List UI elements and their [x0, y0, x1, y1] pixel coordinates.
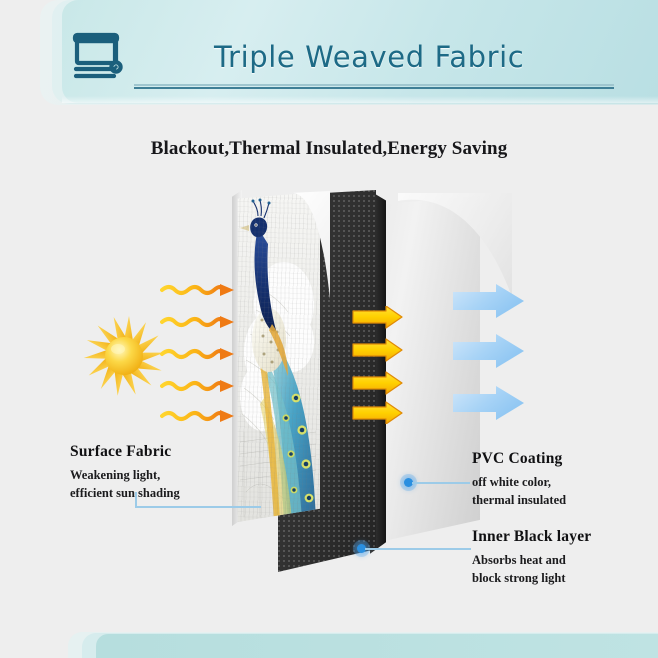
connector-surface-fabric-horizontal: [135, 506, 261, 508]
title-underline: [134, 84, 614, 90]
page-footer: [0, 630, 658, 658]
callout-pvc-coating-line-2: thermal insulated: [472, 493, 567, 508]
callout-inner-black-layer-line-2: block strong light: [472, 571, 566, 586]
marker-dot-inner-black: [357, 544, 366, 553]
layer-surface-fabric: [237, 192, 320, 522]
page-subtitle: Blackout,Thermal Insulated,Energy Saving: [150, 138, 508, 159]
peacock-print-illustration: [239, 198, 317, 522]
callout-surface-fabric-line-1: Weakening light,: [70, 468, 161, 482]
marker-dot-pvc: [404, 478, 413, 487]
callout-surface-fabric: Surface Fabric Weakening light, efficien…: [70, 443, 260, 502]
blocked-heat-arrows: [352, 305, 420, 425]
layer-fabric-edge: [232, 190, 242, 526]
callout-inner-black-layer-line-1: Absorbs heat and: [472, 553, 566, 567]
roller-blind-icon: [70, 28, 142, 84]
page-header: Triple Weaved Fabric: [0, 0, 658, 110]
callout-inner-black-layer: Inner Black layer Absorbs heat and block…: [472, 528, 652, 587]
connector-inner-black: [365, 548, 471, 550]
page-title: Triple Weaved Fabric: [214, 40, 525, 74]
callout-pvc-coating-line-1: off white color,: [472, 475, 552, 489]
footer-panel: [96, 634, 658, 658]
callout-pvc-coating-title: PVC Coating: [472, 450, 563, 467]
callout-surface-fabric-line-2: efficient sun shading: [70, 486, 180, 501]
cool-air-arrows: [452, 284, 538, 426]
callout-surface-fabric-title: Surface Fabric: [70, 443, 172, 460]
callout-inner-black-layer-title: Inner Black layer: [472, 528, 592, 545]
connector-surface-fabric-vertical: [135, 492, 137, 507]
connector-pvc: [412, 482, 470, 484]
callout-pvc-coating: PVC Coating off white color, thermal ins…: [472, 450, 652, 509]
sun-icon: [78, 310, 170, 402]
incoming-sun-rays: [160, 282, 238, 422]
